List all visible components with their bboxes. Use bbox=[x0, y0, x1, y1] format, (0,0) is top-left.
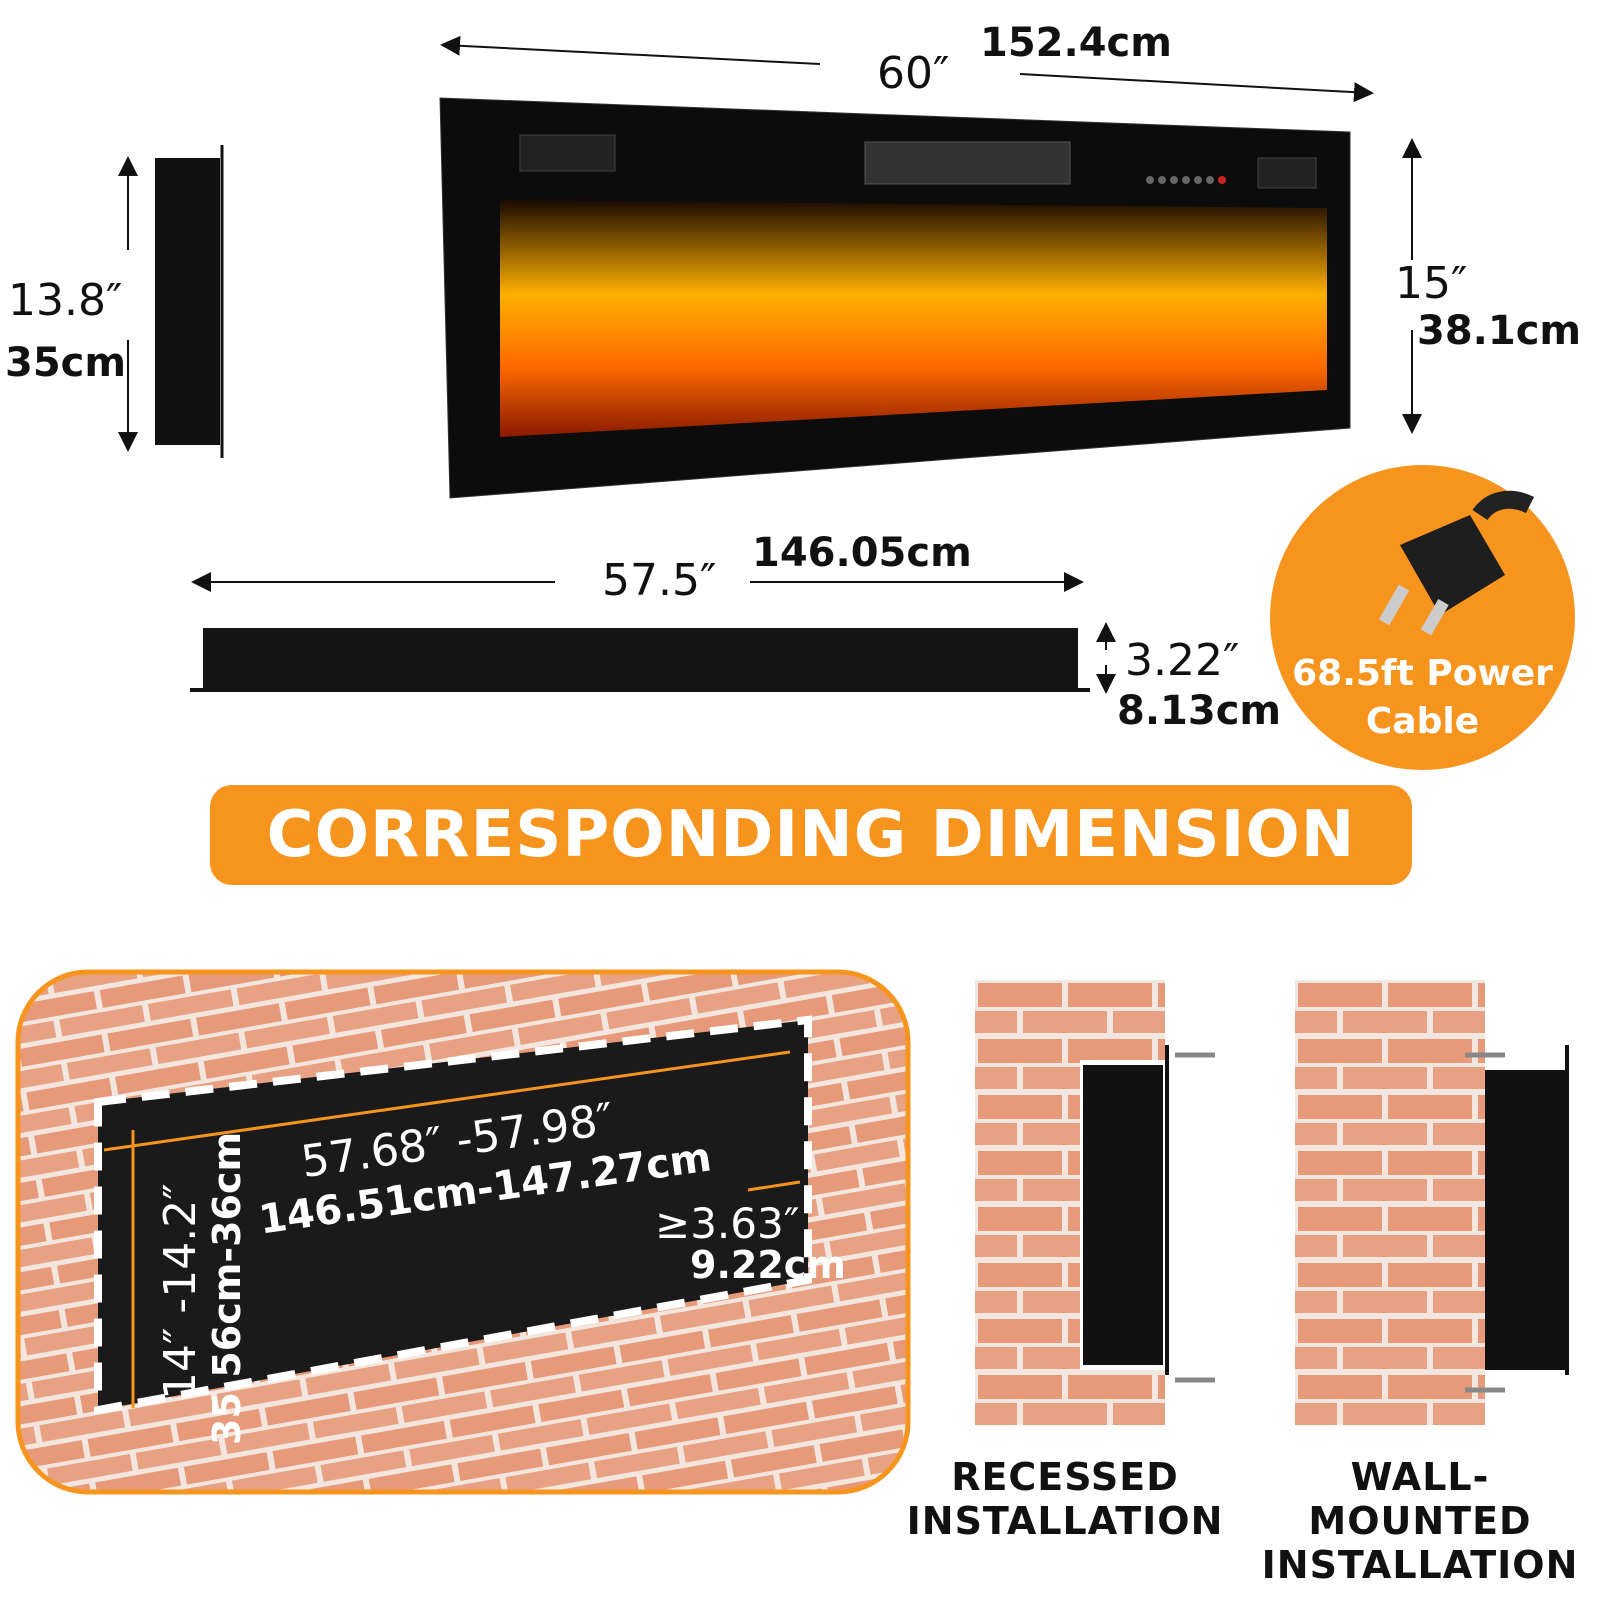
fireplace-side bbox=[1485, 1070, 1565, 1370]
recess-opening bbox=[94, 1015, 812, 1415]
heater-grill bbox=[864, 141, 1071, 185]
width-arrow-left bbox=[440, 35, 821, 65]
recess-opening-diagram: 57.68″ -57.98″ 146.51cm-147.27cm 14″ -14… bbox=[15, 969, 911, 1495]
top-depth-in: 3.22″ bbox=[1125, 635, 1240, 686]
wall-mounted-installation-label: WALL-MOUNTED INSTALLATION bbox=[1261, 1455, 1579, 1587]
banner-title: CORRESPONDING DIMENSION bbox=[266, 798, 1356, 872]
fireplace-side bbox=[1083, 1065, 1163, 1365]
recess-depth-in: ≥3.63″ bbox=[655, 1199, 799, 1248]
recessed-installation-label: RECESSED INSTALLATION bbox=[906, 1455, 1224, 1543]
recess-height-cm: 35.56cm-36cm bbox=[205, 1132, 249, 1445]
power-plug-icon bbox=[1378, 490, 1535, 636]
top-depth-cm: 8.13cm bbox=[1117, 688, 1282, 734]
corresponding-dimension-banner: CORRESPONDING DIMENSION bbox=[210, 785, 1412, 885]
width-arrow-right bbox=[1019, 73, 1374, 103]
recess-depth-cm: 9.22cm bbox=[690, 1243, 846, 1287]
side-height-cm: 35cm bbox=[5, 340, 127, 386]
top-width-in: 57.5″ bbox=[602, 555, 717, 606]
front-height-in: 15″ bbox=[1395, 258, 1468, 309]
power-cable-badge: 68.5ft Power Cable bbox=[1270, 465, 1575, 770]
fireplace-side bbox=[155, 158, 220, 445]
vent-icon bbox=[519, 134, 616, 172]
flame-window bbox=[500, 200, 1327, 437]
front-width-cm: 152.4cm bbox=[980, 20, 1172, 66]
recessed-installation-diagram bbox=[975, 980, 1215, 1425]
top-view-diagram bbox=[190, 572, 1116, 694]
front-height-cm: 38.1cm bbox=[1417, 308, 1582, 354]
recess-height-in: 14″ -14.2″ bbox=[155, 1183, 206, 1400]
front-view-diagram bbox=[118, 35, 1422, 499]
wall-mounted-installation-diagram bbox=[1295, 980, 1569, 1425]
brick-wall bbox=[1295, 980, 1485, 1425]
side-height-in: 13.8″ bbox=[8, 275, 123, 326]
front-width-in: 60″ bbox=[877, 48, 950, 99]
power-cable-label: 68.5ft Power Cable bbox=[1292, 653, 1553, 742]
vent-icon bbox=[1257, 157, 1317, 189]
fireplace-top bbox=[203, 628, 1078, 690]
top-width-cm: 146.05cm bbox=[752, 530, 972, 576]
control-buttons bbox=[1146, 176, 1226, 184]
